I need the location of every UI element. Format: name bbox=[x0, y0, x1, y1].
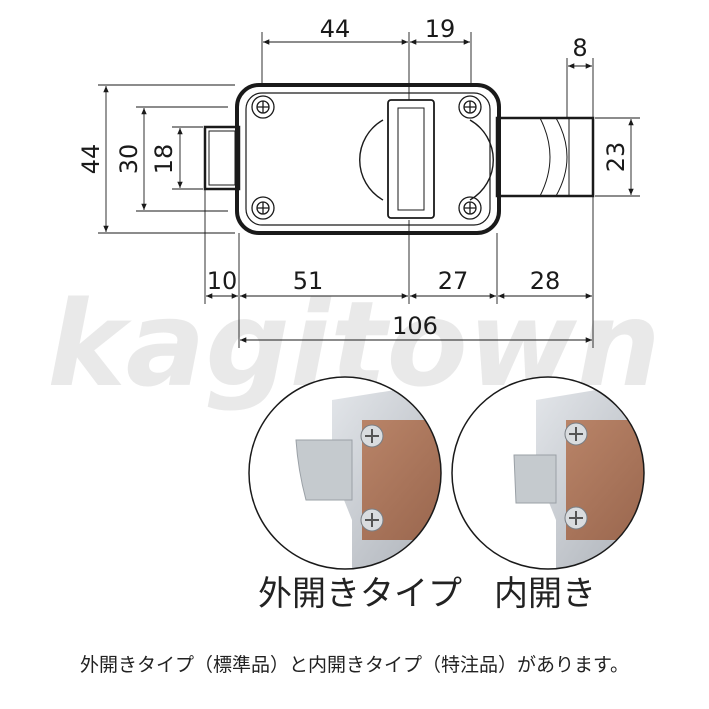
photo-inward-type bbox=[451, 376, 645, 570]
caption-outward-type: 外開きタイプ bbox=[258, 574, 462, 614]
caption-inward-type: 内開き bbox=[494, 574, 596, 614]
dim-bottom-10: 10 bbox=[207, 267, 238, 295]
dim-bottom-51: 51 bbox=[293, 267, 324, 295]
dim-total-106: 106 bbox=[392, 312, 438, 340]
screw-top-right bbox=[458, 95, 482, 119]
screw-bottom-left bbox=[251, 196, 275, 220]
dim-top-44: 44 bbox=[320, 15, 351, 43]
dimension-labels: 44 19 8 44 30 18 23 10 51 27 28 106 bbox=[77, 15, 630, 340]
dim-left-18: 18 bbox=[150, 144, 178, 175]
dim-top-8: 8 bbox=[572, 34, 587, 62]
dim-bottom-28: 28 bbox=[530, 267, 561, 295]
lock-front-view bbox=[203, 83, 595, 235]
dim-right-23: 23 bbox=[602, 142, 630, 173]
dim-left-30: 30 bbox=[115, 144, 143, 175]
screw-bottom-right bbox=[458, 196, 482, 220]
dim-bottom-27: 27 bbox=[438, 267, 469, 295]
dim-top-19: 19 bbox=[425, 15, 456, 43]
dimension-lines bbox=[98, 32, 640, 348]
screw-top-left bbox=[251, 95, 275, 119]
footer-note: 外開きタイプ（標準品）と内開きタイプ（特注品）があります。 bbox=[79, 654, 630, 676]
dim-left-44: 44 bbox=[77, 144, 105, 175]
